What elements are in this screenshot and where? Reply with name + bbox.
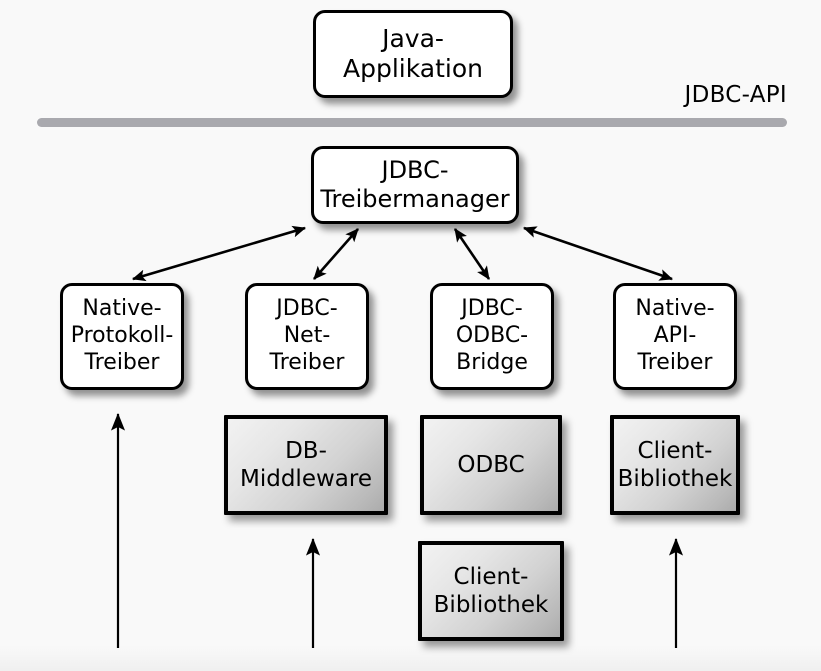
box-jdbc-odbc-bridge-line-3: Bridge xyxy=(456,349,528,375)
box-java-application[interactable]: Java- Applikation xyxy=(313,10,513,98)
arrow-manager-native-api xyxy=(522,226,674,281)
box-odbc[interactable]: ODBC xyxy=(420,415,562,515)
box-native-api-driver-line-3: Treiber xyxy=(637,349,713,375)
box-client-library-right[interactable]: Client- Bibliothek xyxy=(610,415,740,515)
jdbc-api-label: JDBC-API xyxy=(684,82,787,108)
box-client-library-right-line-2: Bibliothek xyxy=(617,466,733,492)
box-jdbc-odbc-bridge-line-2: ODBC- xyxy=(455,323,529,349)
box-jdbc-net-driver-line-2: Net- xyxy=(283,323,331,349)
box-native-protocol-driver-line-2: Protokoll- xyxy=(70,323,174,349)
box-native-protocol-driver-line-3: Treiber xyxy=(84,349,160,375)
box-jdbc-odbc-bridge[interactable]: JDBC- ODBC- Bridge xyxy=(430,283,554,390)
box-java-application-line-1: Java- xyxy=(382,23,444,53)
box-db-middleware-line-2: Middleware xyxy=(240,466,372,492)
box-jdbc-net-driver[interactable]: JDBC- Net- Treiber xyxy=(245,283,369,390)
box-native-protocol-driver-line-1: Native- xyxy=(82,296,162,322)
box-jdbc-driver-manager-line-2: Treibermanager xyxy=(320,185,510,213)
box-client-library-right-line-1: Client- xyxy=(637,437,713,464)
box-native-api-driver-line-2: API- xyxy=(653,323,697,349)
page-bottom-shading xyxy=(0,645,821,671)
box-db-middleware[interactable]: DB- Middleware xyxy=(224,415,388,515)
box-client-library-middle-line-2: Bibliothek xyxy=(433,592,549,618)
box-client-library-middle[interactable]: Client- Bibliothek xyxy=(418,541,564,641)
arrow-manager-jdbc-net xyxy=(313,228,359,280)
box-jdbc-net-driver-line-1: JDBC- xyxy=(276,296,338,322)
box-odbc-line-1: ODBC xyxy=(457,451,525,478)
box-db-middleware-line-1: DB- xyxy=(285,437,327,464)
box-native-api-driver[interactable]: Native- API- Treiber xyxy=(613,283,737,390)
box-client-library-middle-line-1: Client- xyxy=(453,563,529,590)
jdbc-api-separator-bar xyxy=(37,118,787,127)
box-jdbc-net-driver-line-3: Treiber xyxy=(269,349,345,375)
box-jdbc-driver-manager[interactable]: JDBC- Treibermanager xyxy=(311,146,519,224)
box-jdbc-driver-manager-line-1: JDBC- xyxy=(381,155,449,184)
box-native-api-driver-line-1: Native- xyxy=(635,296,715,322)
arrow-manager-native-protocol xyxy=(131,225,307,282)
box-jdbc-odbc-bridge-line-1: JDBC- xyxy=(461,296,523,322)
box-java-application-line-2: Applikation xyxy=(343,54,483,83)
arrow-manager-jdbc-odbc xyxy=(453,228,491,280)
box-native-protocol-driver[interactable]: Native- Protokoll- Treiber xyxy=(60,283,184,390)
